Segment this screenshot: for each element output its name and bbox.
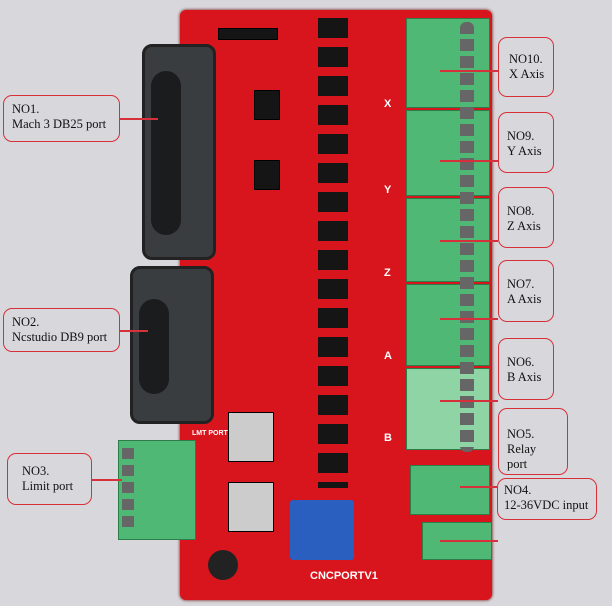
label-text: X Axis: [509, 67, 545, 81]
label-text: Mach 3 DB25 port: [12, 117, 107, 131]
label-text: 12-36VDC input: [504, 498, 589, 512]
label-number: NO2.: [12, 315, 40, 329]
terminal-relay: [410, 465, 490, 515]
limit-port-silk: LMT PORT: [192, 430, 228, 437]
axis-silk-b: B: [384, 432, 392, 444]
regulator-1: [228, 412, 274, 462]
label-no9: NO9.Y Axis: [498, 112, 554, 173]
label-no4: NO4.12-36VDC input: [497, 478, 597, 520]
pointer-no1: [118, 118, 158, 120]
label-number: NO6.: [507, 355, 535, 369]
label-text: Relay port: [507, 442, 537, 471]
label-text: Z Axis: [507, 219, 541, 233]
ic-u2: [254, 160, 280, 190]
label-no7: NO7.A Axis: [498, 260, 554, 322]
label-text: Y Axis: [507, 144, 542, 158]
header-pins: [218, 28, 278, 40]
regulator-2: [228, 482, 274, 532]
axis-silk-y: Y: [384, 184, 392, 196]
label-no6: NO6.B Axis: [498, 338, 554, 400]
terminal-b-axis: [406, 368, 490, 450]
label-number: NO8.: [507, 204, 535, 218]
label-text: A Axis: [507, 292, 542, 306]
db9-connector: [130, 266, 214, 424]
pointer-no2: [118, 330, 148, 332]
pointer-no7: [440, 318, 498, 320]
optocoupler-column: [318, 18, 348, 488]
axis-silk-z: Z: [384, 267, 391, 279]
label-no3: NO3.Limit port: [7, 453, 92, 505]
label-no1: NO1.Mach 3 DB25 port: [3, 95, 120, 142]
label-number: NO4.: [504, 483, 532, 497]
label-no10: NO10.X Axis: [498, 37, 554, 97]
board-name: CNCPORTV1: [310, 570, 378, 582]
ic-u1: [254, 90, 280, 120]
capacitor: [208, 550, 238, 580]
terminal-a-axis: [406, 284, 490, 366]
label-no5: NO5.Relay port: [498, 408, 568, 475]
pointer-no3: [92, 479, 122, 481]
label-number: NO5.: [507, 427, 535, 441]
label-no2: NO2.Ncstudio DB9 port: [3, 308, 120, 352]
pointer-no4: [440, 540, 498, 542]
db25-connector: [142, 44, 216, 260]
relay: [290, 500, 354, 560]
pointer-no10: [440, 70, 498, 72]
label-number: NO9.: [507, 129, 535, 143]
label-number: NO1.: [12, 102, 40, 116]
label-text: B Axis: [507, 370, 542, 384]
label-number: NO7.: [507, 277, 535, 291]
terminal-y-axis: [406, 110, 490, 196]
pointer-no8: [440, 240, 498, 242]
limit-screws: [122, 448, 134, 532]
pointer-no6: [440, 400, 498, 402]
pointer-no9: [440, 160, 498, 162]
pointer-no5: [460, 486, 498, 488]
label-number: NO3.: [22, 464, 50, 478]
screw-column: [460, 22, 474, 452]
axis-silk-x: X: [384, 98, 392, 110]
label-text: Ncstudio DB9 port: [12, 330, 108, 344]
label-number: NO10.: [509, 52, 543, 66]
terminal-x-axis: [406, 18, 490, 108]
label-no8: NO8.Z Axis: [498, 187, 554, 248]
label-text: Limit port: [22, 479, 74, 493]
axis-silk-a: A: [384, 350, 392, 362]
